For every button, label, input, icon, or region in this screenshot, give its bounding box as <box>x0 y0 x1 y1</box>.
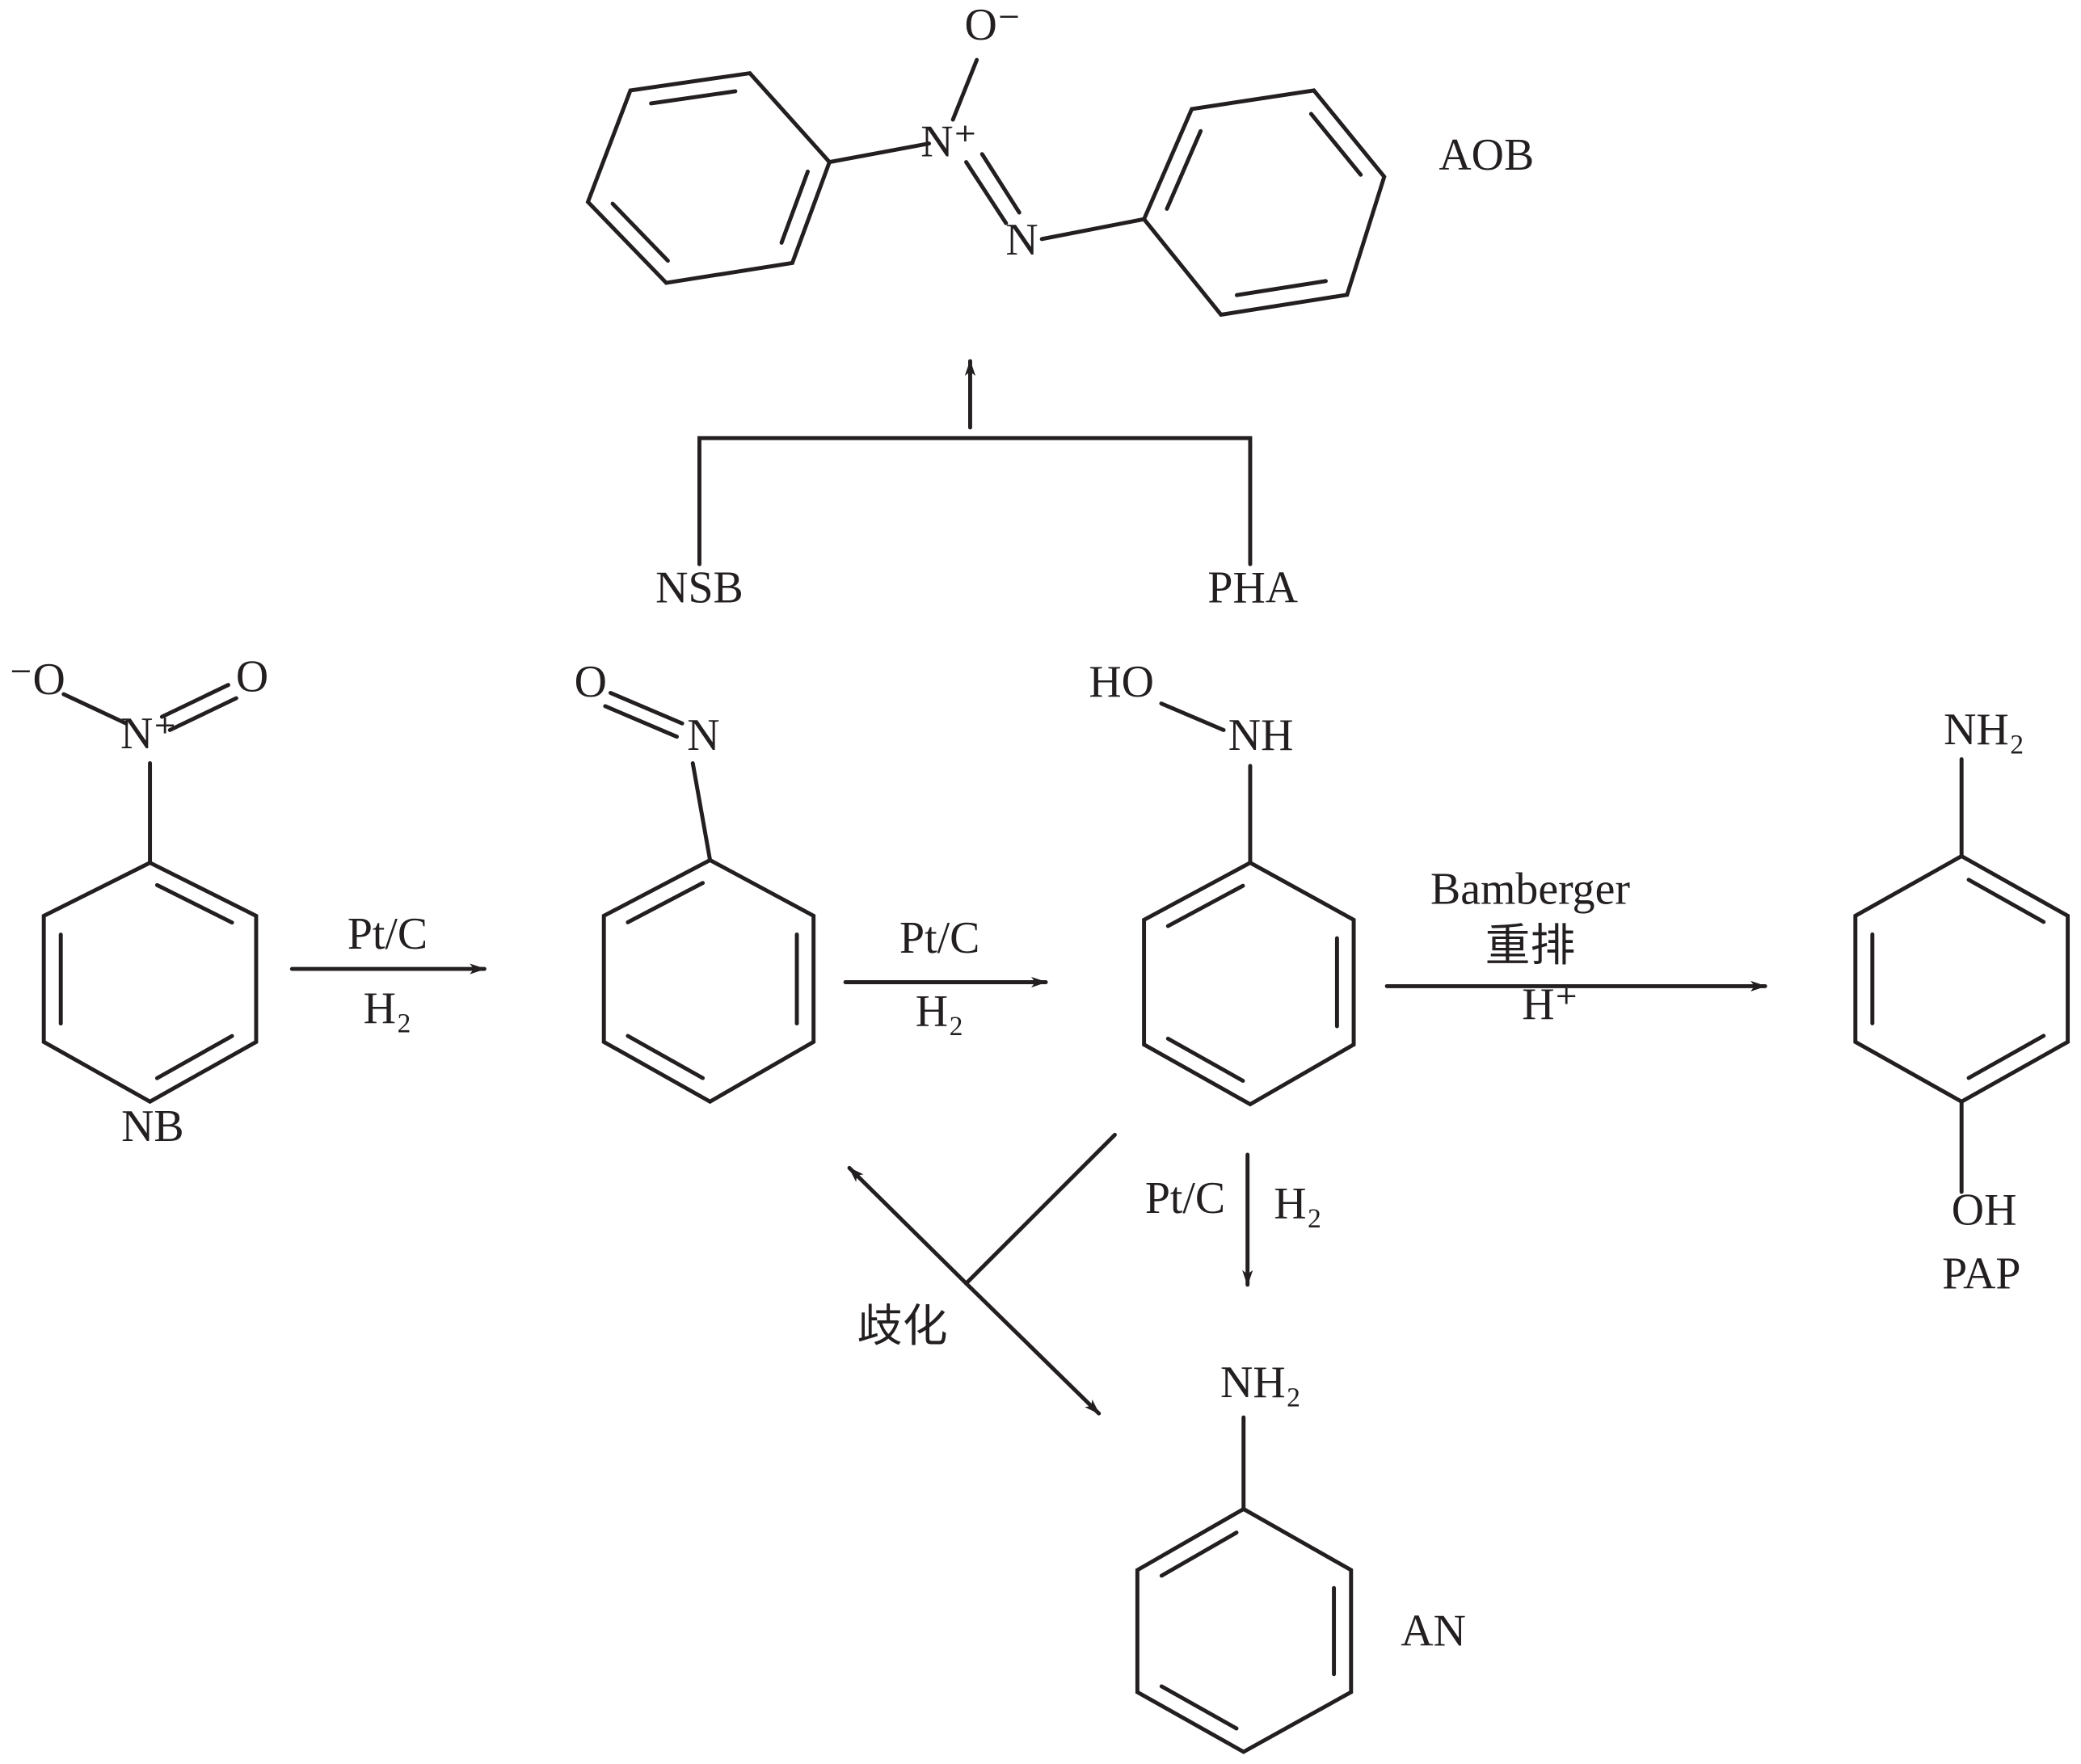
catalyst-label: Pt/C <box>1145 1173 1225 1223</box>
catalyst-label: Pt/C <box>899 913 979 963</box>
aob-left-ring <box>585 70 832 285</box>
an-label: AN <box>1401 1606 1466 1656</box>
arrow-bamberger: Bamberger 重排 H⁺ <box>1384 864 1767 1029</box>
catalyst-label: Pt/C <box>348 909 428 959</box>
bamberger-label: Bamberger <box>1430 864 1630 914</box>
nb-n-plus: N⁺ <box>120 709 177 759</box>
ring-outline <box>1141 88 1387 318</box>
double-bond-line <box>649 89 738 106</box>
disproportionation-arrows: 歧化 <box>847 1132 1117 1416</box>
aob-right-ring <box>1141 88 1387 318</box>
benzene-rings <box>41 70 2070 1754</box>
double-bond-line <box>626 1034 706 1080</box>
nsb-ring <box>601 857 816 1105</box>
nsb-bracket-label: NSB <box>655 562 744 613</box>
double-bond-line <box>1308 112 1363 177</box>
aob-o-minus: O⁻ <box>964 0 1021 50</box>
ring-outline <box>1853 853 2070 1105</box>
pap-nh2: NH₂ <box>1944 705 2024 755</box>
double-bond-line <box>779 169 810 245</box>
double-bond-line <box>610 201 670 263</box>
ring-outline <box>601 857 816 1105</box>
ring-outline <box>1135 1506 1354 1754</box>
double-bond-line <box>1159 1530 1239 1578</box>
pap-oh: OH <box>1952 1185 2017 1236</box>
double-bond-line <box>626 881 706 924</box>
pap-ring <box>1853 853 2070 1105</box>
arrow-pha-to-an: Pt/C H₂ <box>1145 1152 1322 1287</box>
aob-n: N <box>1005 215 1038 265</box>
double-bond-line <box>1165 128 1203 211</box>
arrow-nb-to-nsb: Pt/C H₂ <box>289 909 487 1034</box>
ring-outline <box>585 70 832 285</box>
nb-o-minus: ⁻O <box>9 655 65 705</box>
double-bond-line <box>154 882 234 925</box>
double-bond-line <box>1966 878 2046 924</box>
nsb-o: O <box>575 657 607 707</box>
double-bond-line <box>1966 1034 2046 1080</box>
arrow-nsb-to-pha: Pt/C H₂ <box>843 913 1048 1036</box>
nitrobenzene-structure: N⁺ ⁻O O NB <box>9 652 268 1152</box>
rearrangement-label: 重排 <box>1485 921 1576 971</box>
phenylhydroxylamine-structure: NH HO <box>1089 657 1294 865</box>
azoxybenzene-structure: N⁺ N O⁻ AOB <box>827 0 1534 265</box>
pha-bracket-label: PHA <box>1207 562 1298 613</box>
double-bond-line <box>1165 1036 1245 1083</box>
p-aminophenol-structure: NH₂ OH PAP <box>1942 705 2024 1299</box>
pha-ring <box>1142 860 1356 1107</box>
reagent-label: H₂ <box>364 983 412 1034</box>
pap-label: PAP <box>1942 1249 2020 1299</box>
nb-ring <box>41 860 259 1105</box>
double-bond-line <box>154 1034 234 1080</box>
nitrosobenzene-structure: N O <box>575 657 720 862</box>
an-ring <box>1135 1506 1354 1754</box>
an-nh2: NH₂ <box>1220 1358 1301 1408</box>
pha-nh: NH <box>1228 710 1294 760</box>
double-bond-line <box>1234 279 1328 297</box>
aob-label: AOB <box>1439 130 1534 180</box>
reagent-label: H₂ <box>916 986 964 1036</box>
acid-label: H⁺ <box>1522 979 1578 1029</box>
aniline-structure: NH₂ AN <box>1220 1358 1466 1656</box>
ring-outline <box>1142 860 1356 1107</box>
aob-n-plus: N⁺ <box>920 117 977 167</box>
disproportionation-label: 歧化 <box>857 1302 948 1352</box>
ring-outline <box>41 860 259 1105</box>
nb-o: O <box>236 652 268 702</box>
pha-ho: HO <box>1089 657 1154 707</box>
nsb-n: N <box>687 710 719 760</box>
condensation-bracket: NSB PHA <box>655 359 1298 613</box>
reagent-label: H₂ <box>1274 1178 1322 1228</box>
nb-label: NB <box>121 1101 184 1151</box>
double-bond-line <box>1165 883 1245 928</box>
double-bond-line <box>1159 1684 1239 1731</box>
